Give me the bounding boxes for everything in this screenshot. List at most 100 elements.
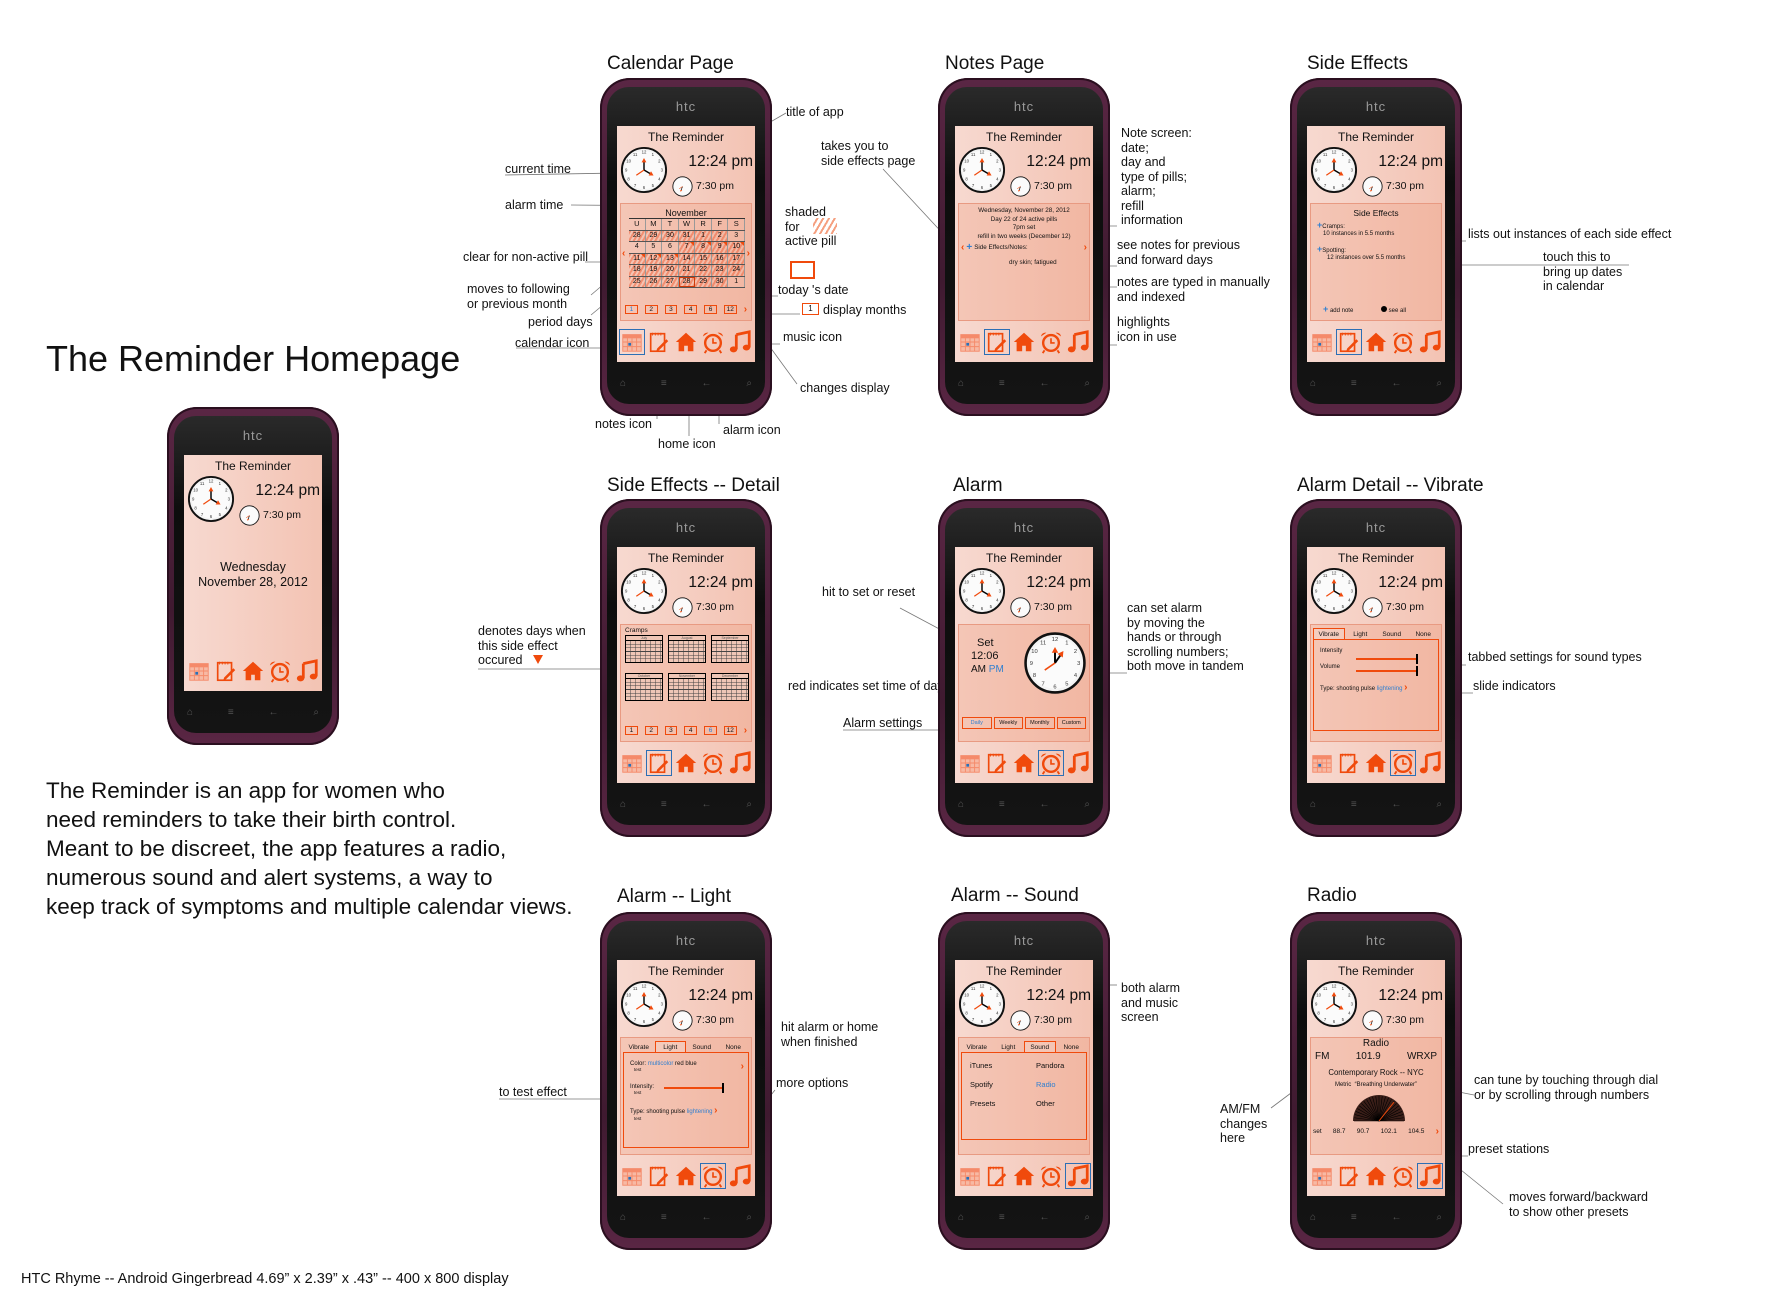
mini-calendar[interactable]: September (711, 635, 749, 663)
alarm-time[interactable]: 7:30 pm (1386, 1014, 1424, 1026)
home-button[interactable] (1011, 1163, 1037, 1189)
alarm-button[interactable] (700, 1162, 726, 1189)
add-note-button[interactable]: + add note (1323, 304, 1353, 314)
sound-source-option[interactable]: Other (1036, 1099, 1055, 1108)
calendar-day[interactable]: 10 (728, 242, 746, 253)
display-months-option[interactable]: 1 (625, 726, 638, 735)
display-months-option[interactable]: 4 (684, 726, 698, 735)
pm-option[interactable]: PM (988, 664, 1004, 675)
see-all-button[interactable]: see all (1381, 306, 1406, 314)
notes-button[interactable] (1336, 1163, 1362, 1189)
am-option[interactable]: AM (971, 664, 986, 675)
calendar-day[interactable]: 28 (678, 276, 696, 287)
calendar-button[interactable] (1309, 329, 1335, 355)
home-button[interactable] (1363, 1163, 1389, 1189)
sound-source-option[interactable]: Radio (1036, 1080, 1056, 1089)
home-key-icon[interactable]: ⌂ (958, 1212, 965, 1223)
music-button[interactable] (727, 1163, 753, 1189)
search-key-icon[interactable]: ⌕ (746, 1212, 752, 1223)
calendar-day[interactable]: 6 (662, 242, 679, 253)
next-month-button[interactable]: › (746, 248, 750, 259)
color-option[interactable]: blue (685, 1061, 697, 1067)
menu-key-icon[interactable]: ≡ (998, 799, 1005, 810)
back-key-icon[interactable]: ← (701, 799, 712, 810)
alarm-time[interactable]: 7:30 pm (696, 180, 734, 192)
home-button[interactable] (1011, 750, 1037, 776)
band-toggle[interactable]: FM (1315, 1051, 1330, 1062)
menu-key-icon[interactable]: ≡ (227, 707, 234, 718)
calendar-button[interactable] (957, 329, 983, 355)
calendar-day[interactable]: 27 (662, 276, 679, 287)
alarm-mode-button[interactable]: Weekly (993, 717, 1023, 729)
calendar-day[interactable]: 29 (645, 230, 663, 241)
calendar-day[interactable]: 28 (629, 230, 646, 241)
tab-light[interactable]: Light (1353, 631, 1368, 638)
menu-key-icon[interactable]: ≡ (998, 378, 1005, 389)
side-effect-item[interactable]: +Cramps: 10 instances in 5.5 months (1317, 221, 1394, 238)
notes-text[interactable]: dry skin; fatigued (1009, 259, 1057, 266)
tab-vibrate[interactable]: Vibrate (966, 1044, 987, 1051)
alarm-mode-button[interactable]: Monthly (1025, 717, 1055, 729)
calendar-day[interactable]: 23 (711, 265, 729, 276)
home-key-icon[interactable]: ⌂ (620, 378, 627, 389)
more-options-chevron[interactable]: › (714, 1105, 718, 1116)
calendar-button[interactable] (186, 658, 212, 684)
calendar-day[interactable]: 1 (728, 276, 746, 287)
mini-calendar[interactable]: July (625, 635, 663, 663)
test-button[interactable]: test (634, 1067, 642, 1072)
calendar-button[interactable] (1309, 1163, 1335, 1189)
home-button[interactable] (1363, 750, 1389, 776)
alarm-button[interactable] (1390, 329, 1416, 355)
alarm-button[interactable] (267, 658, 293, 684)
music-button[interactable] (1417, 1162, 1443, 1189)
display-months-option[interactable]: 12 (723, 726, 737, 735)
display-months-option[interactable]: 2 (644, 726, 658, 735)
home-key-icon[interactable]: ⌂ (1310, 1212, 1317, 1223)
calendar-day[interactable]: 29 (695, 276, 712, 287)
calendar-day[interactable]: 8 (695, 242, 712, 253)
notes-button[interactable] (1336, 328, 1362, 355)
display-months-option[interactable]: 2 (644, 305, 658, 314)
calendar-day[interactable]: 15 (695, 253, 712, 264)
tuning-dial[interactable] (1351, 1092, 1407, 1122)
frequency[interactable]: 101.9 (1355, 1051, 1381, 1062)
music-button[interactable] (1417, 329, 1443, 355)
back-key-icon[interactable]: ← (1039, 799, 1050, 810)
alarm-button[interactable] (700, 329, 726, 355)
calendar-day[interactable]: 30 (662, 230, 679, 241)
calendar-day[interactable]: 12 (645, 253, 663, 264)
calendar-button[interactable] (619, 750, 645, 776)
preset-station[interactable]: 104.5 (1408, 1128, 1425, 1135)
alarm-button[interactable] (1038, 1163, 1064, 1189)
type-option[interactable]: pulse (1360, 686, 1376, 692)
type-option[interactable]: lightening (686, 1109, 713, 1115)
calendar-day[interactable]: 11 (629, 253, 646, 264)
calendar-day[interactable]: 26 (645, 276, 663, 287)
display-months-option[interactable]: 1 (625, 305, 638, 314)
alarm-time-clock[interactable] (1362, 1010, 1383, 1031)
alarm-mode-button[interactable]: Daily (962, 717, 992, 729)
tab-light[interactable]: Light (654, 1041, 686, 1053)
back-key-icon[interactable]: ← (268, 707, 279, 718)
alarm-button[interactable] (1390, 1163, 1416, 1189)
menu-key-icon[interactable]: ≡ (660, 378, 667, 389)
next-day-button[interactable]: › (1083, 242, 1087, 253)
mini-calendar[interactable]: November (668, 673, 706, 701)
calendar-day[interactable]: 30 (711, 276, 729, 287)
alarm-time-clock[interactable] (1010, 597, 1031, 618)
color-option[interactable]: multicolor (647, 1061, 674, 1067)
back-key-icon[interactable]: ← (1391, 799, 1402, 810)
mini-calendar[interactable]: August (668, 635, 706, 663)
tab-vibrate[interactable]: Vibrate (628, 1044, 649, 1051)
calendar-button[interactable] (957, 1163, 983, 1189)
type-option[interactable]: pulse (670, 1109, 686, 1115)
calendar-day[interactable]: 7 (678, 242, 696, 253)
alarm-time-clock[interactable] (672, 1010, 693, 1031)
display-months-option[interactable]: 6 (704, 726, 717, 735)
alarm-button[interactable] (1038, 749, 1064, 776)
menu-key-icon[interactable]: ≡ (998, 1212, 1005, 1223)
prev-day-button[interactable]: ‹ (961, 242, 965, 253)
calendar-day[interactable]: 9 (711, 242, 729, 253)
home-button[interactable] (1363, 329, 1389, 355)
